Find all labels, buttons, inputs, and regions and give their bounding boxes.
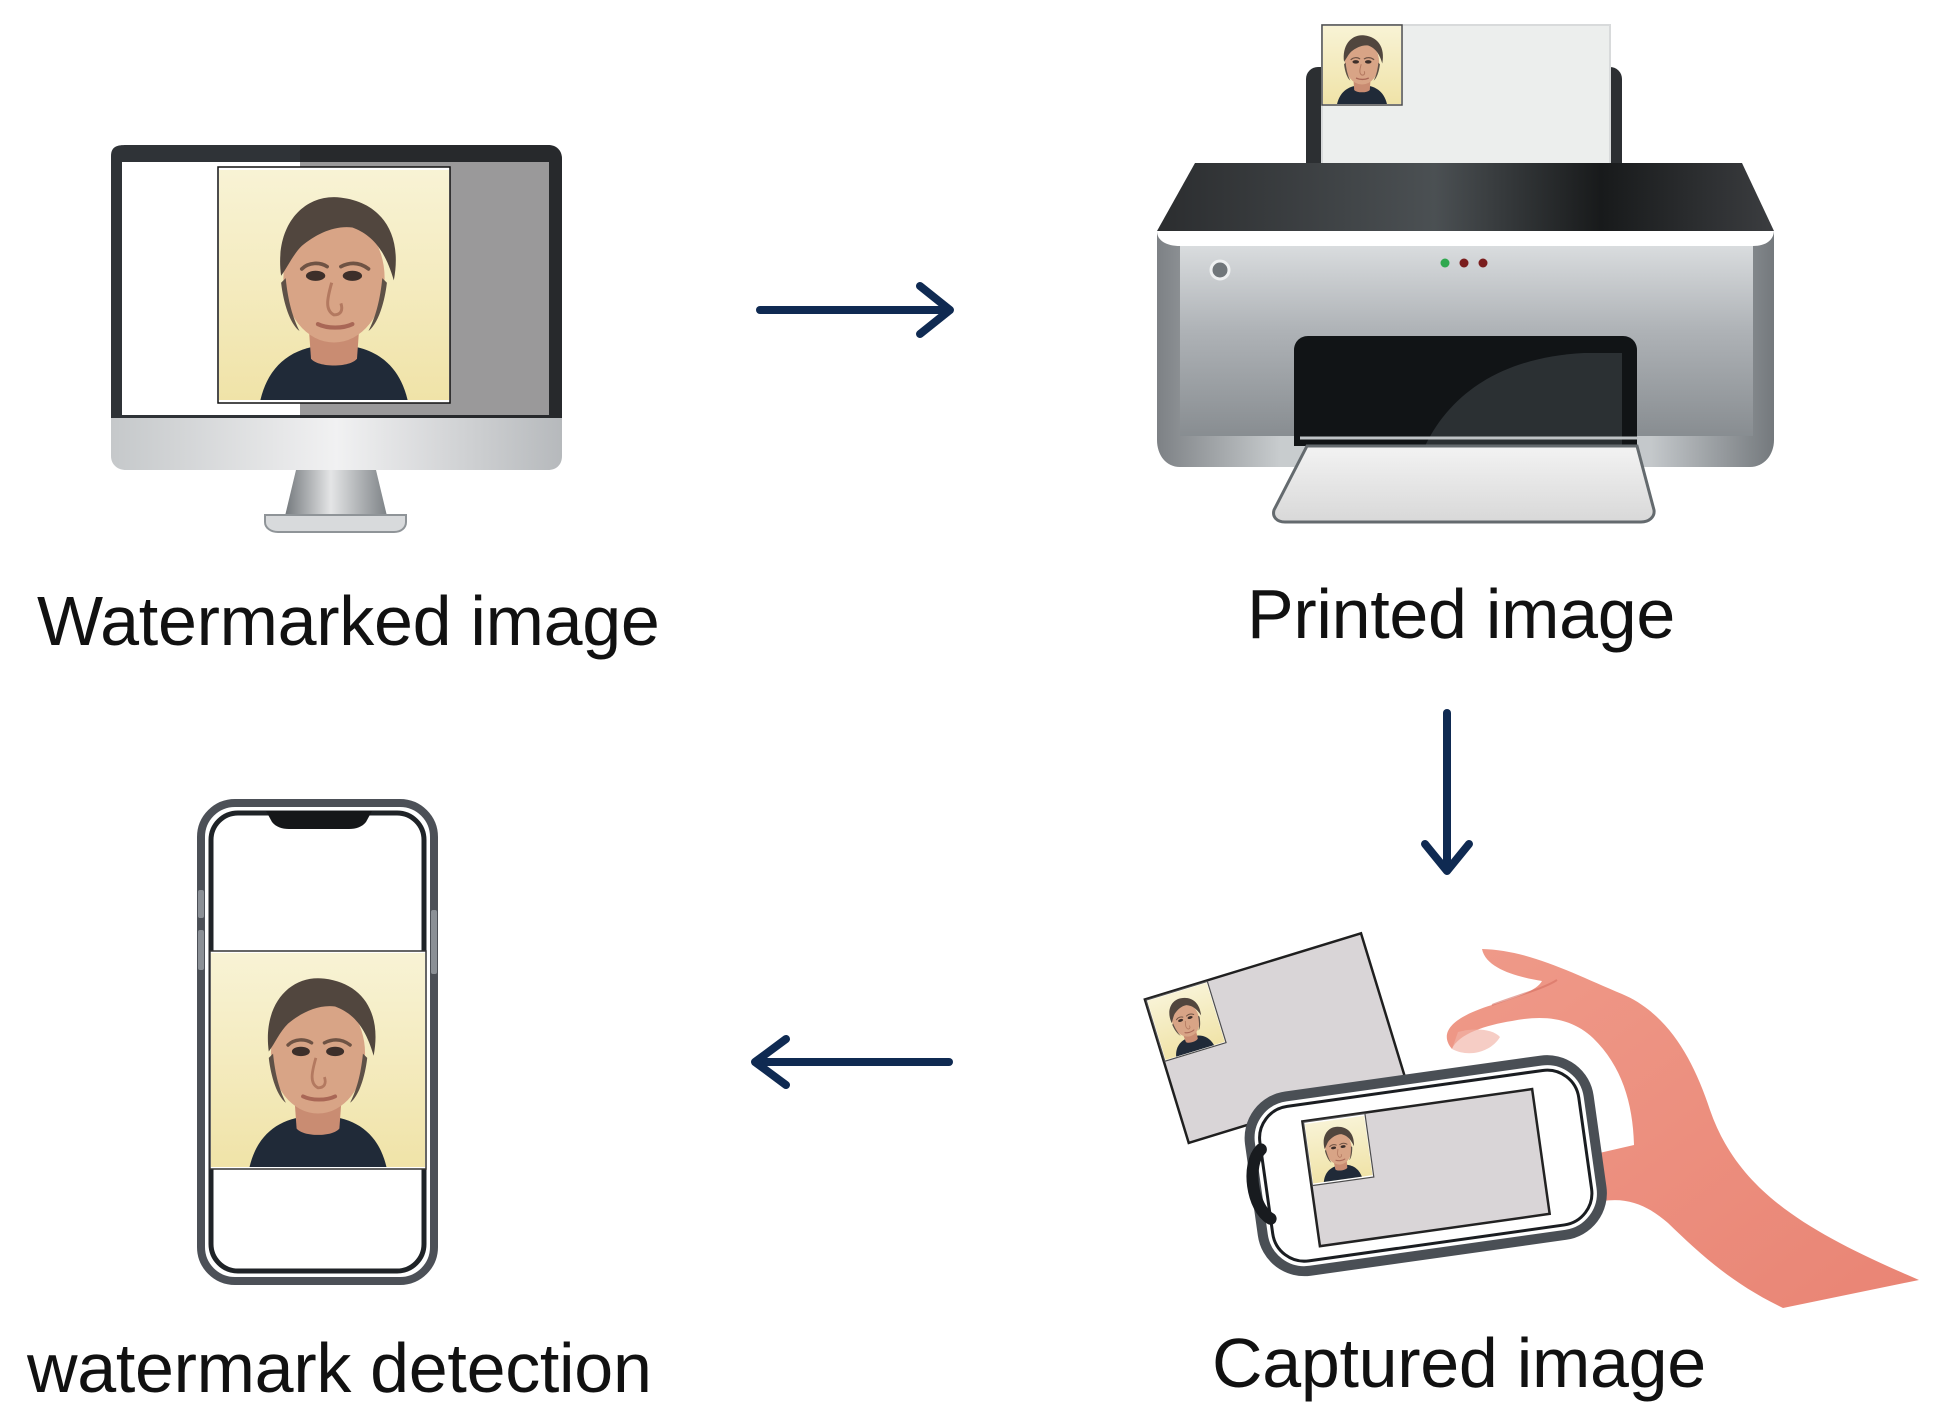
hand-phone-capture-icon — [1143, 931, 1919, 1308]
arrow-right-icon — [756, 282, 954, 338]
smartphone-icon — [197, 799, 438, 1285]
arrow-down-icon — [1421, 709, 1473, 875]
printer-icon — [1157, 24, 1774, 524]
arrow-left-icon — [751, 1035, 953, 1089]
captured-image-label: Captured image — [1212, 1324, 1706, 1402]
watermarked-image-label: Watermarked image — [37, 582, 660, 660]
watermark-detection-label: watermark detection — [27, 1329, 652, 1407]
printed-image-label: Printed image — [1247, 575, 1675, 653]
monitor-icon — [111, 145, 562, 533]
